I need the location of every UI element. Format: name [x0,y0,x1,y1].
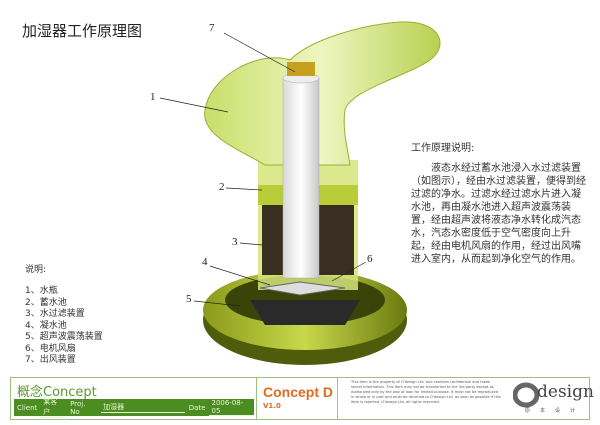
proj-label: Proj. No [70,399,86,416]
callout-6: 6 [367,253,373,265]
legend-item: 2、蓄水池 [25,297,67,308]
logo-o-icon [513,382,539,408]
client-label: Client [17,403,38,412]
proj-value: 加湿器 [101,402,185,413]
legend-item: 1、水瓶 [25,286,58,296]
description-title: 工作原理说明: [411,143,475,154]
client-value: 某客户 [41,397,67,418]
legal-notice: This item is the property of O'design Lt… [351,380,501,404]
concept-name: Concept D [263,384,333,400]
callout-2: 2 [219,181,225,193]
leader-lines [159,32,367,307]
legend-title: 说明: [25,265,47,275]
callout-5: 5 [186,293,192,305]
legend-item: 4、凝水池 [25,320,67,331]
logo-subtitle: 原本设计 [525,408,586,414]
legend-item: 7、出风装置 [25,355,76,365]
page-title: 加湿器工作原理图 [22,22,143,40]
fan [259,281,346,296]
info-bar: Client 某客户 Proj. No 加湿器 Date 2006-08-05 [14,397,254,418]
version: V1.0 [263,402,281,410]
water-bottle-tube [282,62,320,279]
description-body: 液态水经过蓄水池浸入水过滤装置（如图示），经由水过滤装置，便得到经过滤的净水。过… [411,163,586,265]
title-block-info: 概念Concept Client 某客户 Proj. No 加湿器 Date 2… [14,380,254,418]
title-block: 概念Concept Client 某客户 Proj. No 加湿器 Date 2… [10,377,594,420]
callout-7: 7 [209,22,215,34]
odesign-logo: design 原本设计 [511,380,597,417]
concept-name-block: Concept D V1.0 [256,378,338,419]
callout-1: 1 [150,91,156,103]
date-label: Date [188,403,206,412]
legend-list: 1、水瓶 2、蓄水池 3、水过滤装置 4、凝水池 5、超声波震荡装置 6、电机风… [25,286,103,367]
legend-item: 3、水过滤装置 [25,309,85,319]
top-bowl [204,21,441,166]
legend-item: 5、超声波震荡装置 [25,332,103,342]
callout-4: 4 [202,256,208,268]
concept-label: 概念Concept [17,385,97,400]
date-value: 2006-08-05 [209,399,254,416]
logo-word: design [537,382,594,402]
legend-item: 6、电机风扇 [25,343,76,354]
callout-3: 3 [232,236,238,248]
